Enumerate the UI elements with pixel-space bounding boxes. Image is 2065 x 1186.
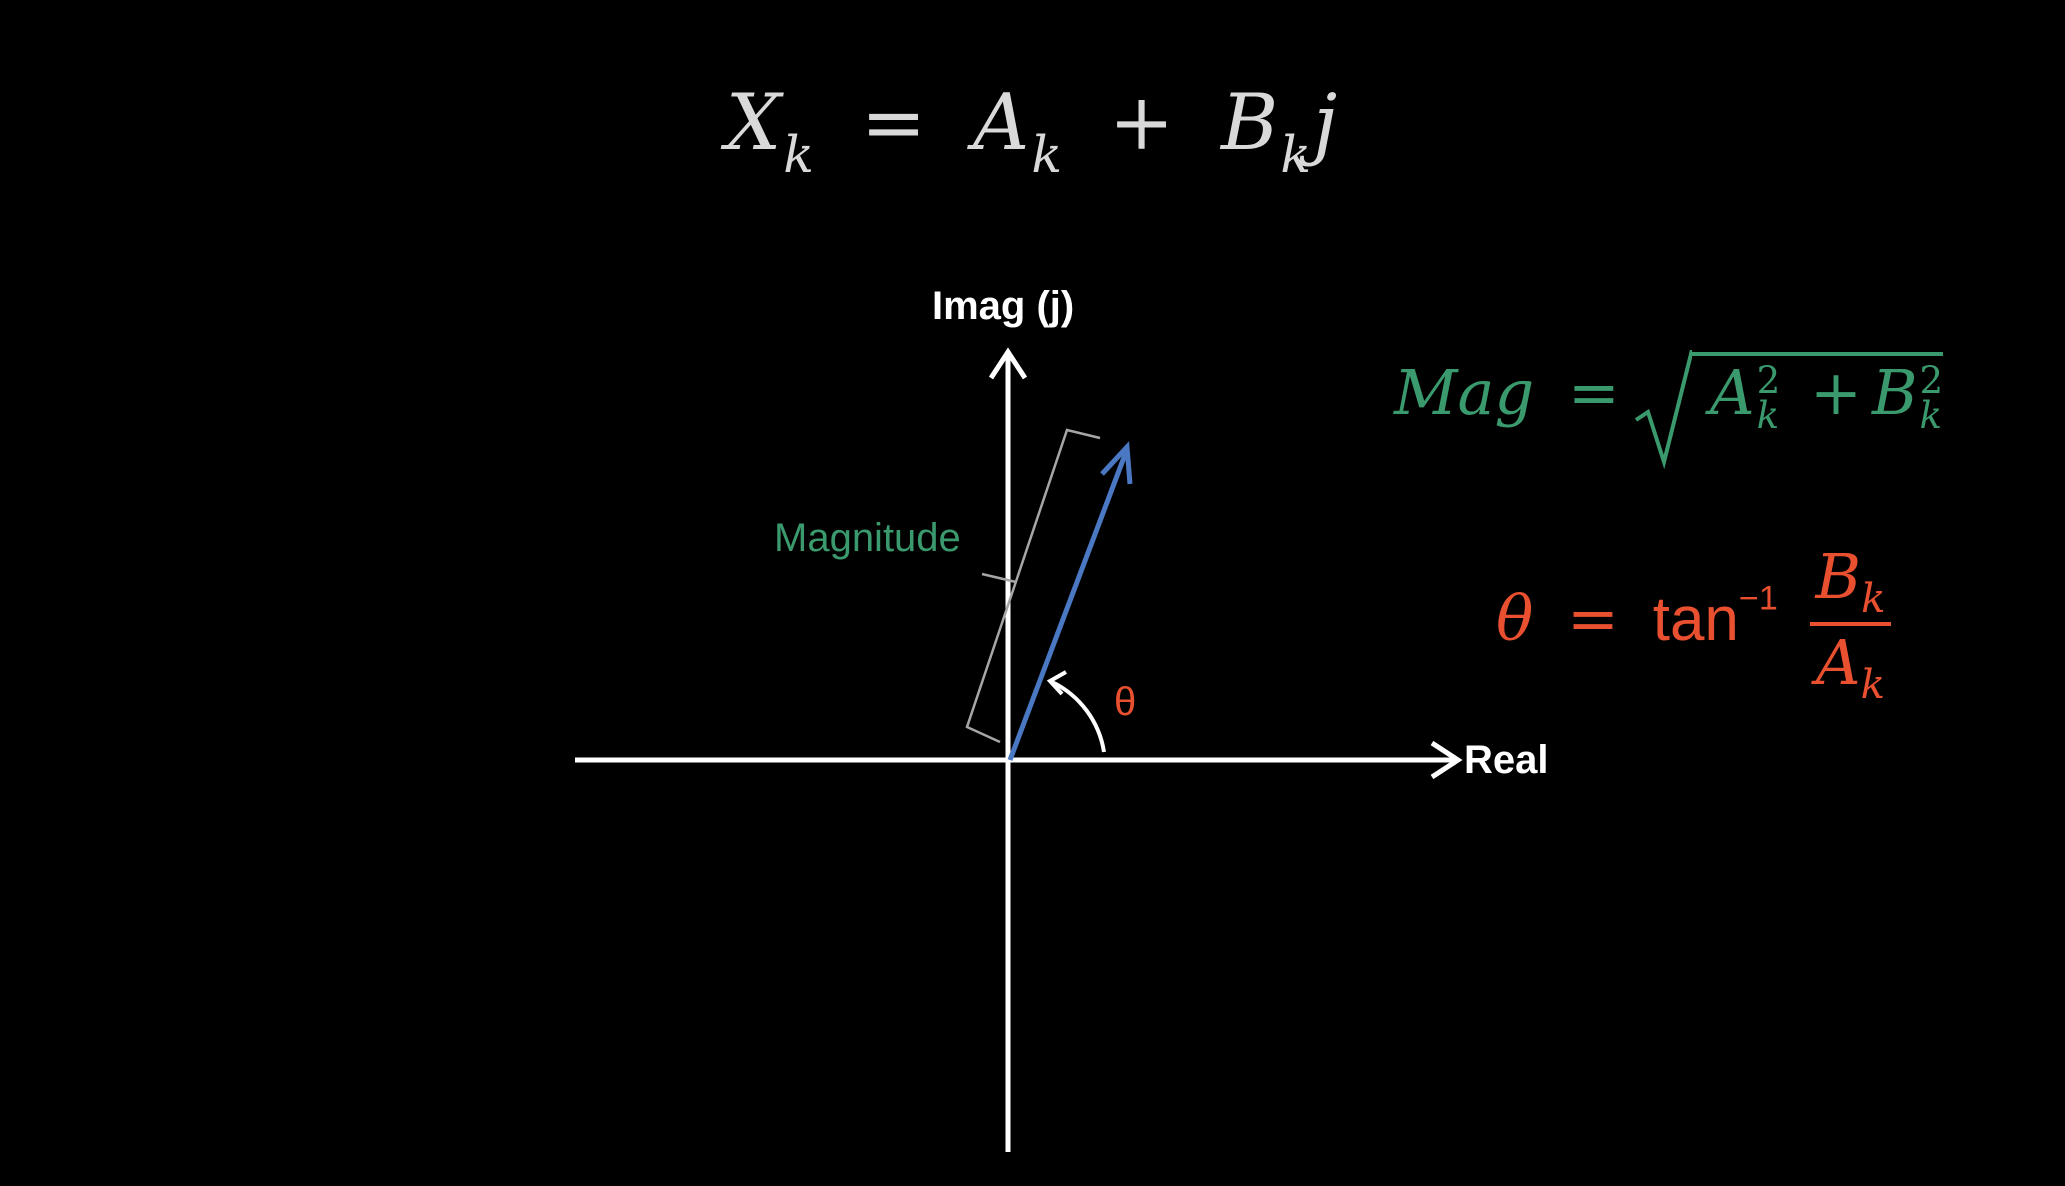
mag-equals: = [1567,356,1620,429]
eq-lhs: X [725,78,784,168]
theta-den-var: A [1815,626,1861,700]
theta-label: θ [1114,680,1137,724]
theta-equals: = [1567,582,1619,656]
angle-arc-arrowhead [1046,670,1067,696]
magnitude-bracket-tick [981,572,1017,584]
theta-lhs: θ [1496,582,1534,656]
mag-a: A [1709,356,1755,429]
eq-plus: + [1108,78,1177,168]
theta-num-sub: k [1861,575,1886,623]
mag-b-sup: 2 [1919,357,1944,402]
theta-denominator: Ak [1810,626,1892,708]
theta-formula: θ = tan−1 Bk Ak [1496,540,1892,708]
square-root-icon [1634,350,1692,470]
eq-equals: = [860,78,929,168]
theta-fn-sup: −1 [1738,579,1778,618]
theta-num-var: B [1815,540,1862,613]
mag-plus: + [1809,356,1862,429]
real-axis-label: Real [1464,738,1549,782]
mag-b: B [1871,356,1918,429]
angle-arc [1051,680,1106,753]
eq-term1: A [972,78,1032,168]
real-axis-arrowhead [1430,740,1463,780]
theta-den-sub: k [1860,661,1886,709]
eq-term2: B [1220,78,1281,168]
top-equation: Xk = Ak + Bkj [0,78,2065,184]
eq-lhs-sub: k [783,124,817,184]
mag-a-sub: k [1756,392,1780,437]
imag-axis-arrowhead [988,347,1028,380]
eq-term1-sub: k [1031,124,1065,184]
theta-fn: tan [1652,585,1739,655]
magnitude-bracket [965,428,1101,744]
mag-a-sup: 2 [1756,357,1781,402]
eq-term2-sub: k [1280,124,1314,184]
mag-lhs: Mag [1394,356,1535,429]
magnitude-label: Magnitude [774,516,961,560]
phasor-vector [1007,451,1129,761]
phasor-vector-arrowhead [1100,441,1133,485]
theta-numerator: Bk [1809,540,1892,627]
imag-axis-label: Imag (j) [932,284,1075,328]
eq-term2-j: j [1313,78,1340,168]
theta-fraction: Bk Ak [1809,540,1892,708]
mag-b-sub: k [1919,392,1943,437]
